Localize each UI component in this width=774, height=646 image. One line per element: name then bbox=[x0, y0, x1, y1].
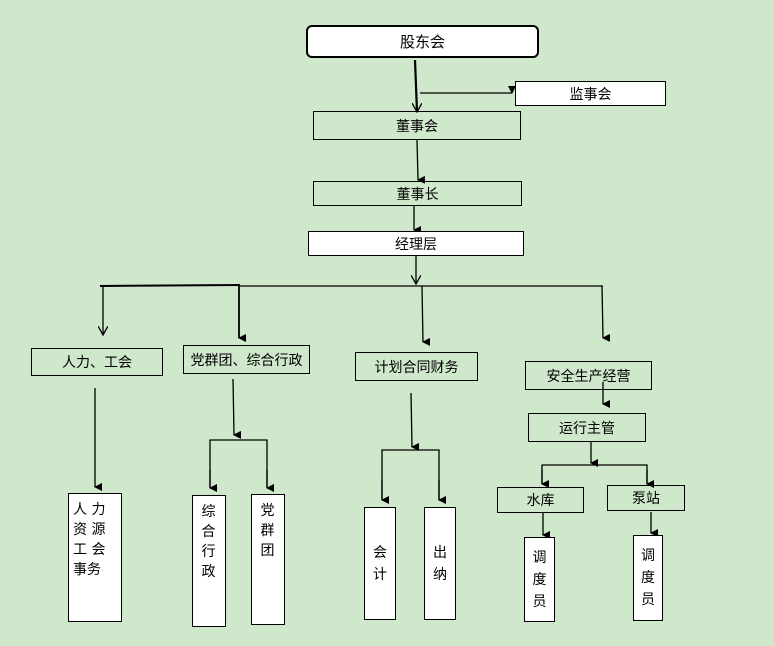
node-planning-finance: 计划合同财务 bbox=[355, 352, 478, 381]
node-label: 监事会 bbox=[569, 86, 612, 103]
node-label: 综合行政 bbox=[201, 504, 216, 580]
node-operations-supervisor: 运行主管 bbox=[528, 413, 646, 442]
node-pump-station: 泵站 bbox=[607, 485, 685, 511]
node-accountant: 会计 bbox=[364, 507, 396, 620]
node-label: 会计 bbox=[373, 544, 387, 583]
node-label: 党群团、综合行政 bbox=[190, 352, 303, 369]
node-reservoir: 水库 bbox=[497, 487, 584, 513]
node-label: 出纳 bbox=[433, 544, 447, 583]
node-cashier: 出纳 bbox=[424, 507, 456, 620]
node-supervisory-board: 监事会 bbox=[515, 81, 666, 106]
node-label: 计划合同财务 bbox=[374, 359, 459, 376]
node-label: 人 力 资 源 工 会 事务 bbox=[73, 502, 106, 578]
node-label: 调度员 bbox=[532, 549, 547, 610]
node-label: 党群团 bbox=[260, 503, 275, 559]
node-label: 经理层 bbox=[395, 236, 437, 253]
node-label: 股东会 bbox=[399, 33, 445, 51]
node-shareholders: 股东会 bbox=[306, 25, 539, 58]
node-label: 董事会 bbox=[396, 118, 438, 135]
node-general-admin: 综合行政 bbox=[192, 495, 226, 627]
node-label: 水库 bbox=[526, 493, 555, 509]
node-chairman: 董事长 bbox=[313, 181, 522, 206]
node-safety-operations: 安全生产经营 bbox=[525, 361, 652, 390]
node-label: 调度员 bbox=[641, 548, 655, 608]
node-board: 董事会 bbox=[313, 111, 521, 140]
node-label: 人力、工会 bbox=[62, 355, 132, 371]
node-hr-union: 人力、工会 bbox=[31, 348, 163, 376]
node-party-groups: 党群团 bbox=[251, 494, 285, 625]
node-dispatcher-reservoir: 调度员 bbox=[524, 537, 555, 622]
node-label: 董事长 bbox=[396, 186, 439, 203]
node-party-admin: 党群团、综合行政 bbox=[183, 345, 310, 374]
node-label: 安全生产经营 bbox=[546, 368, 631, 385]
node-hr-affairs: 人 力 资 源 工 会 事务 bbox=[68, 493, 122, 622]
node-dispatcher-pump: 调度员 bbox=[633, 535, 663, 621]
node-management: 经理层 bbox=[308, 231, 524, 256]
node-label: 运行主管 bbox=[559, 420, 615, 437]
node-label: 泵站 bbox=[632, 491, 660, 507]
